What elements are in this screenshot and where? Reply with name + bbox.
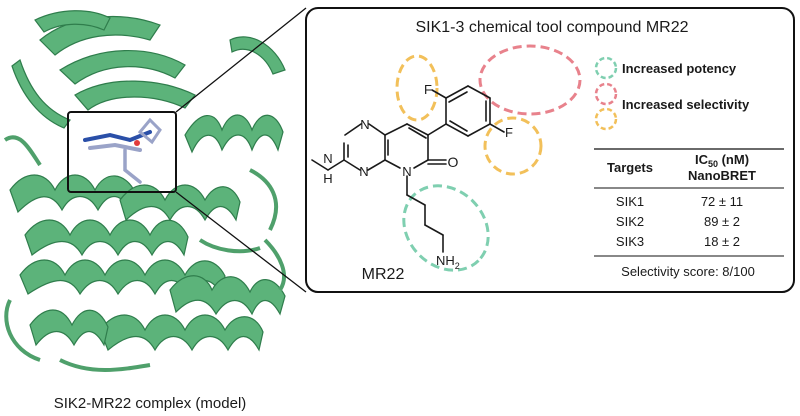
zoom-box bbox=[67, 111, 177, 193]
compound-panel bbox=[305, 7, 795, 293]
legend-selectivity-label: Increased selectivity bbox=[622, 97, 750, 112]
selectivity-ellipse-small-yellow bbox=[395, 54, 439, 122]
compound-name: MR22 bbox=[362, 266, 405, 283]
atom-N-amine: N bbox=[323, 151, 332, 166]
ligand-stick-model bbox=[83, 117, 162, 184]
selectivity-score: Selectivity score: 8/100 bbox=[621, 264, 755, 279]
zoom-connector-top bbox=[175, 7, 307, 113]
atom-N-ring: N bbox=[402, 164, 411, 179]
potency-ellipse bbox=[402, 184, 490, 272]
atom-N-pyrimidine-bottom: N bbox=[359, 164, 368, 179]
atom-O: O bbox=[448, 154, 459, 170]
selectivity-ellipse-yellow bbox=[483, 116, 543, 176]
atom-F-top: F bbox=[424, 82, 432, 97]
table-row-target: SIK1 bbox=[616, 194, 644, 209]
atom-NH2: NH2 bbox=[436, 253, 460, 271]
zoom-connector-bottom bbox=[175, 191, 307, 293]
legend: Increased potency Increased selectivity bbox=[594, 56, 750, 131]
table-row-target: SIK2 bbox=[616, 214, 644, 229]
legend-selectivity-swatch-red bbox=[594, 82, 618, 106]
selectivity-ellipse-red bbox=[478, 44, 582, 116]
table-header-nanobret: NanoBRET bbox=[688, 168, 756, 183]
table-row-value: 89 ± 2 bbox=[704, 214, 740, 229]
table-row-value: 72 ± 11 bbox=[701, 194, 743, 209]
table-row-target: SIK3 bbox=[616, 234, 644, 249]
atom-F-right: F bbox=[505, 125, 513, 140]
atom-labels: N N N O N H F F NH2 bbox=[323, 82, 513, 271]
atom-H-amine: H bbox=[323, 171, 332, 186]
table-header-ic50: IC50 (nM) bbox=[695, 152, 749, 169]
legend-potency-label: Increased potency bbox=[622, 61, 737, 76]
table-header-targets: Targets bbox=[607, 160, 653, 175]
protein-caption: SIK2-MR22 complex (model) bbox=[54, 395, 247, 412]
table-row-value: 18 ± 2 bbox=[704, 234, 740, 249]
legend-potency-swatch bbox=[594, 56, 618, 80]
chemical-structure bbox=[311, 85, 505, 253]
protein-ribbon-structure bbox=[3, 10, 286, 372]
legend-selectivity-swatch-yellow bbox=[594, 107, 618, 131]
ic50-table: Targets IC50 (nM) NanoBRET SIK1 72 ± 11 … bbox=[594, 148, 784, 279]
panel-title: SIK1-3 chemical tool compound MR22 bbox=[415, 19, 688, 36]
atom-N-pyrimidine-top: N bbox=[360, 117, 369, 132]
